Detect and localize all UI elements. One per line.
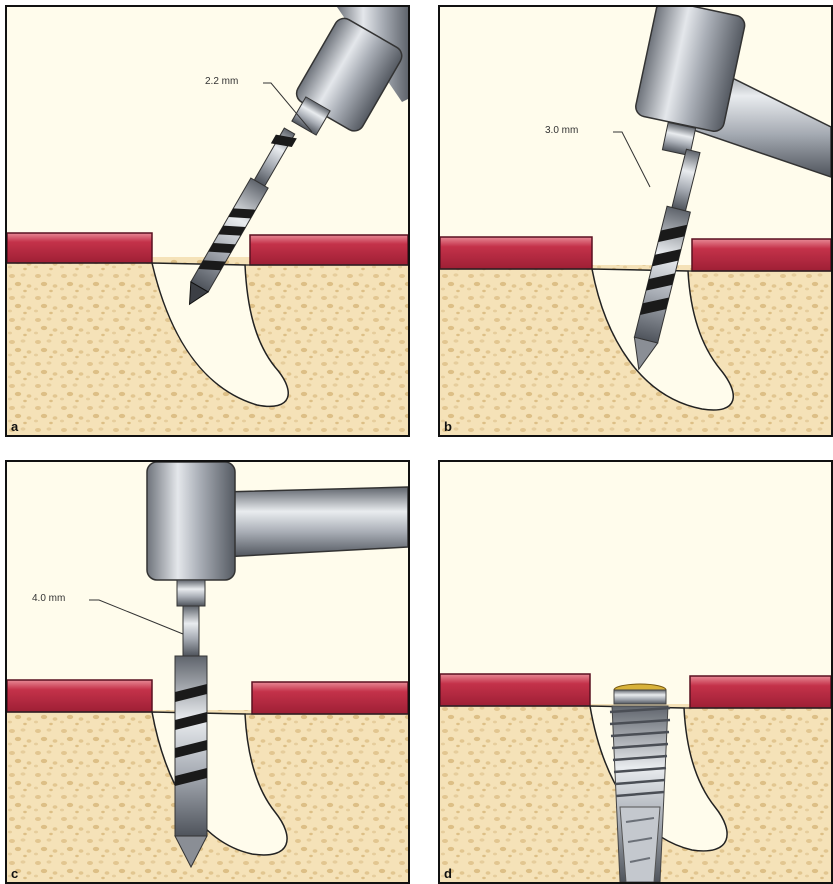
panel-c-illustration xyxy=(7,462,408,882)
gum-right xyxy=(690,676,831,708)
panel-a-illustration xyxy=(7,7,408,435)
handpiece xyxy=(634,7,831,177)
panel-letter: a xyxy=(11,419,18,434)
panel-d: d xyxy=(438,460,833,884)
panel-letter: d xyxy=(444,866,452,881)
handpiece xyxy=(147,462,408,606)
panel-b: 3.0 mm b xyxy=(438,5,833,437)
dimension-label: 3.0 mm xyxy=(545,125,578,136)
drill-bit[interactable] xyxy=(175,606,207,867)
panel-letter: c xyxy=(11,866,18,881)
gum-left xyxy=(7,680,152,712)
gum-left xyxy=(440,674,590,706)
gum-right xyxy=(252,682,408,714)
panel-d-illustration xyxy=(440,462,831,882)
panel-b-illustration xyxy=(440,7,831,435)
dimension-label: 4.0 mm xyxy=(32,593,65,604)
dimension-leader xyxy=(89,600,183,634)
panel-letter: b xyxy=(444,419,452,434)
dimension-label: 2.2 mm xyxy=(205,76,238,87)
dental-implant xyxy=(610,684,670,882)
gum-left xyxy=(7,233,152,263)
dimension-leader xyxy=(613,132,650,187)
panel-c: 4.0 mm c xyxy=(5,460,410,884)
gum-left xyxy=(440,237,592,269)
gum-right xyxy=(692,239,831,271)
handpiece xyxy=(292,7,408,135)
panel-a: 2.2 mm a xyxy=(5,5,410,437)
gum-right xyxy=(250,235,408,265)
